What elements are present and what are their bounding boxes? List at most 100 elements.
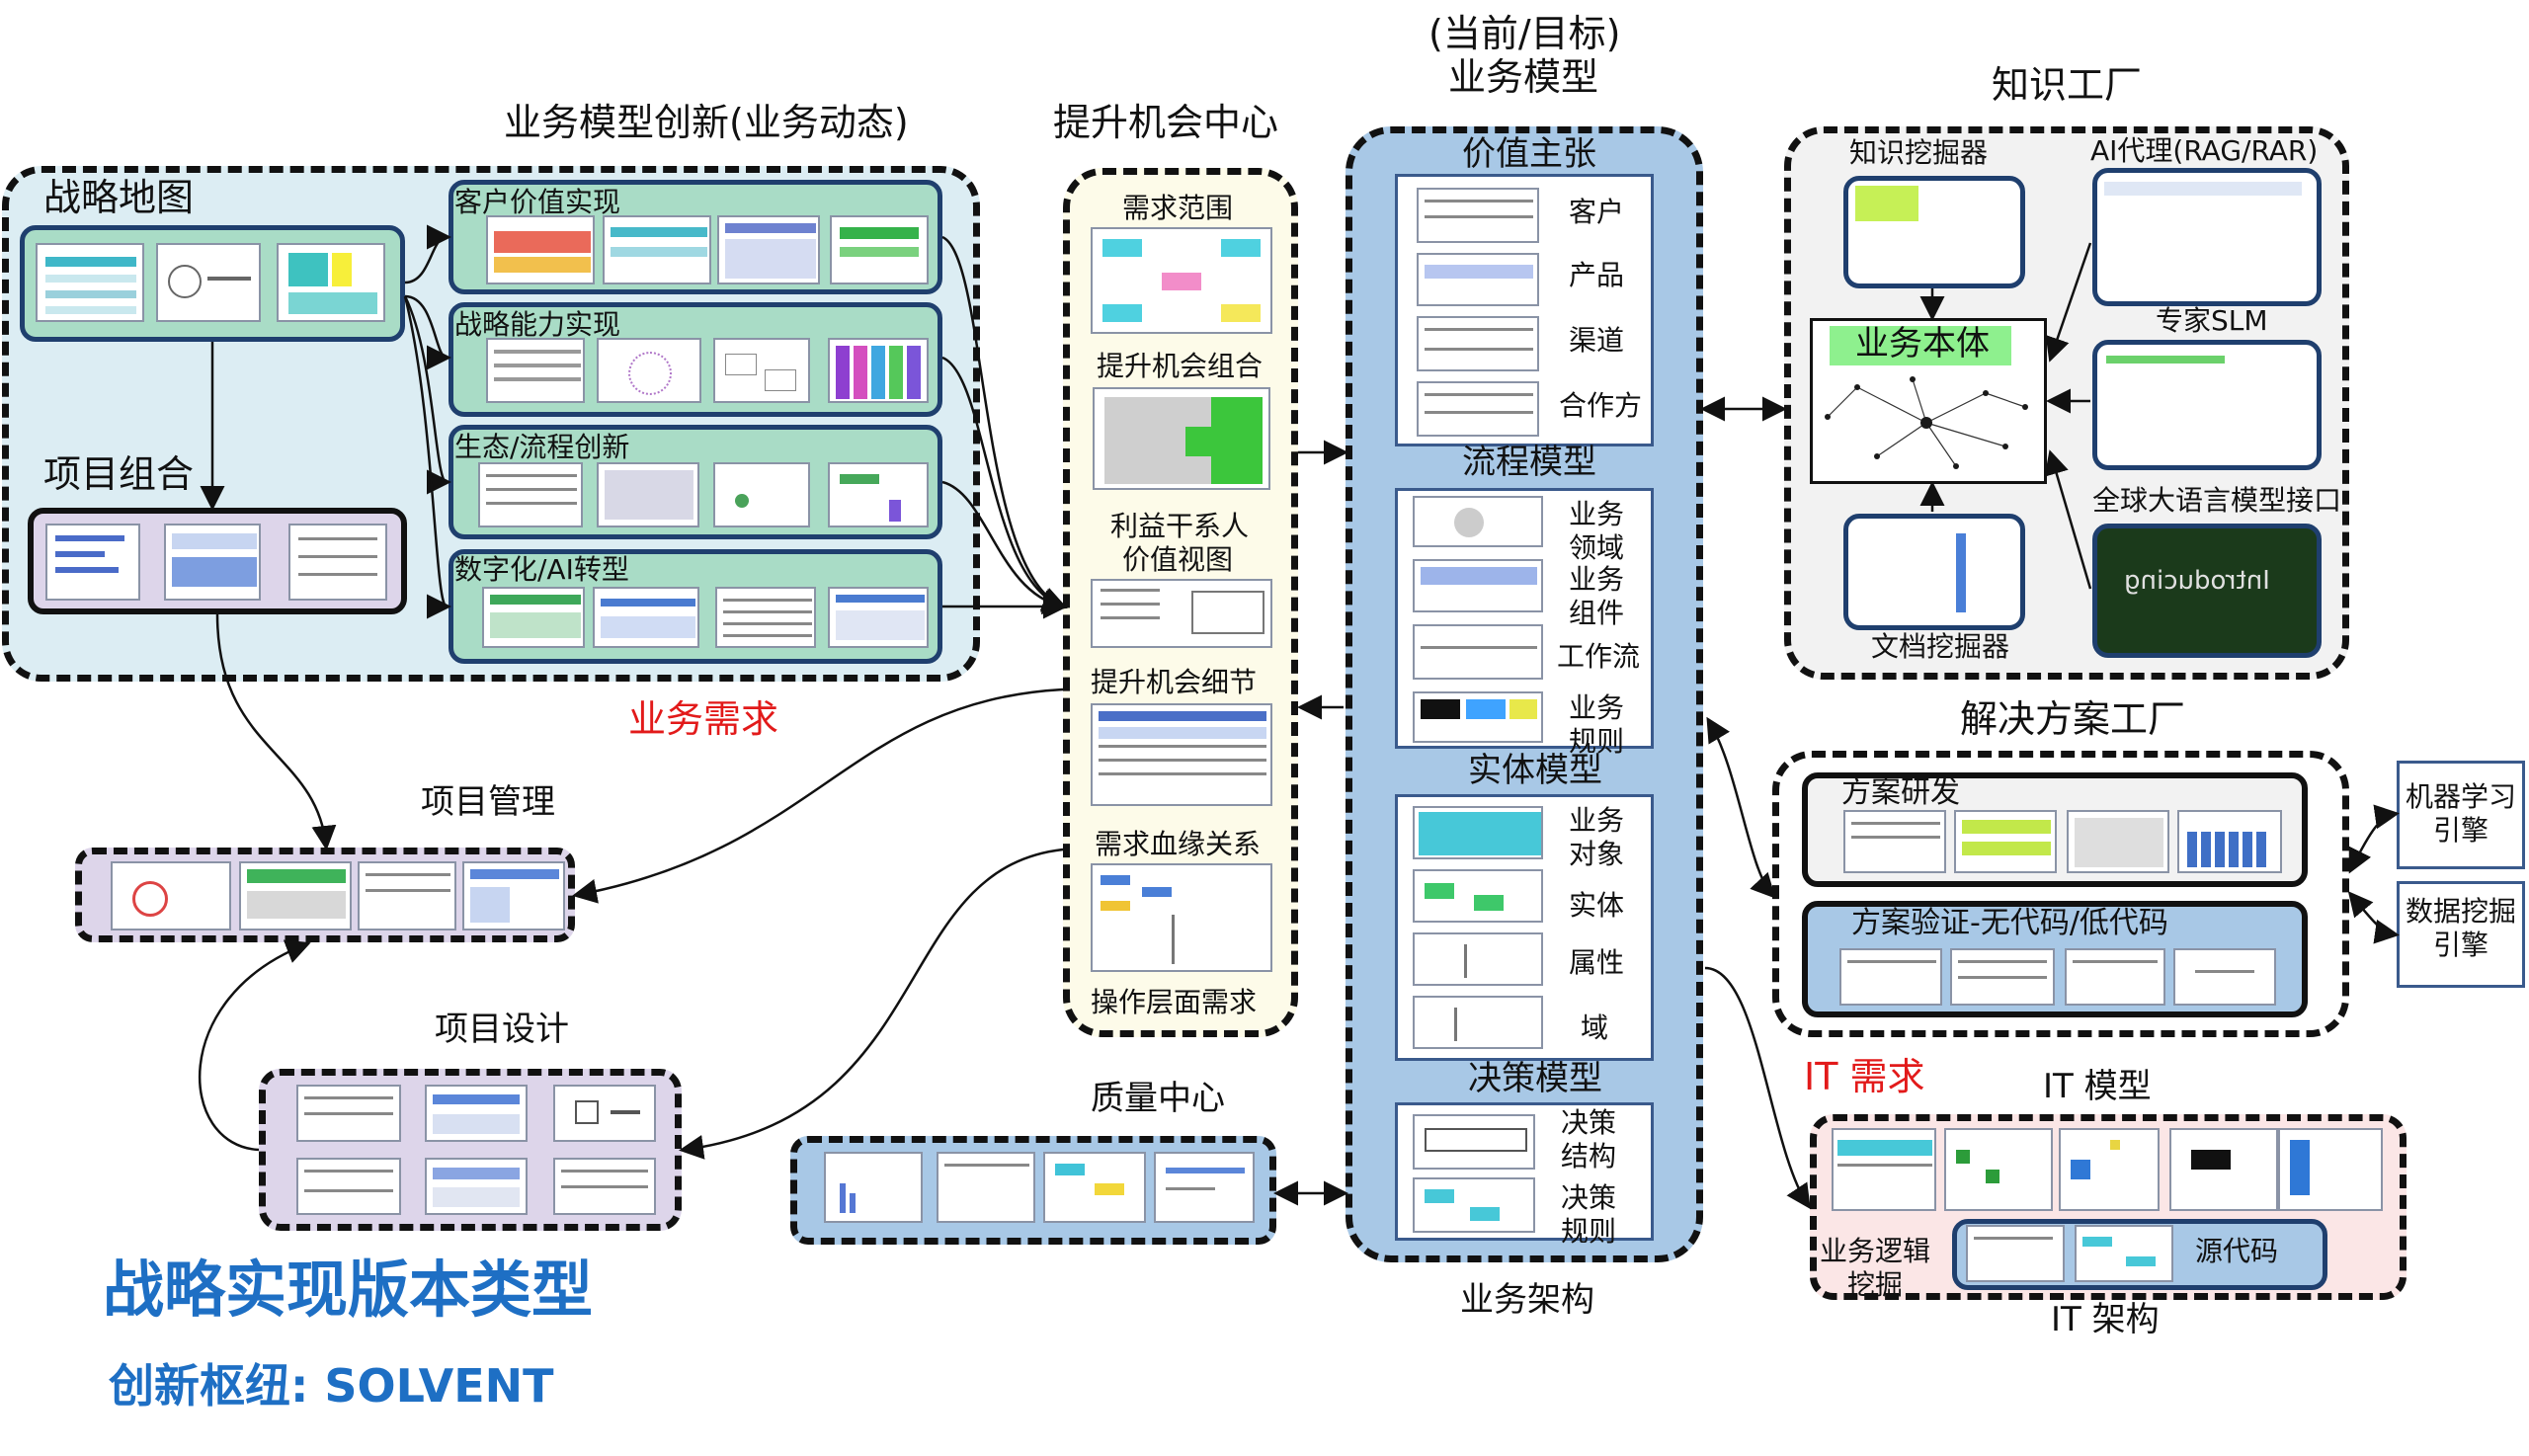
vp-thumb-channel[interactable] xyxy=(1417,316,1539,371)
dai-thumb-2[interactable] xyxy=(593,587,699,648)
ai-agent-label: AI代理(RAG/RAR) xyxy=(2090,134,2319,167)
process-model-title: 流程模型 xyxy=(1462,443,1596,482)
business-arch-label: 业务架构 xyxy=(1460,1280,1594,1320)
pm-thumb-component[interactable] xyxy=(1413,559,1543,612)
dm-thumb-structure[interactable] xyxy=(1413,1114,1535,1170)
em-entity: 实体 xyxy=(1569,889,1625,922)
dai-thumb-4[interactable] xyxy=(828,587,929,648)
operational-demand-label: 操作层面需求 xyxy=(1091,986,1258,1018)
project-design-label: 项目设计 xyxy=(435,1010,569,1049)
pm-rules: 业务规则 xyxy=(1569,691,1625,758)
portfolio-thumb-3[interactable] xyxy=(288,524,387,601)
strategy-map-thumb-3[interactable] xyxy=(277,243,385,322)
demand-lineage-thumb[interactable] xyxy=(1091,863,1272,972)
pd-thumb-4[interactable] xyxy=(296,1158,401,1215)
vp-product: 产品 xyxy=(1569,259,1625,291)
portfolio-thumb-1[interactable] xyxy=(45,524,140,601)
pm-thumb-rules[interactable] xyxy=(1413,691,1543,743)
dai-thumb-3[interactable] xyxy=(715,587,816,648)
ml-engine-box[interactable] xyxy=(2397,761,2525,869)
pd-thumb-5[interactable] xyxy=(425,1158,528,1215)
pm-thumb-4[interactable] xyxy=(462,861,565,930)
dm-engine-label: 数据挖掘引擎 xyxy=(2405,895,2516,961)
strategy-map-thumb-1[interactable] xyxy=(36,243,144,322)
em-thumb-entity[interactable] xyxy=(1413,869,1543,923)
quality-title: 质量中心 xyxy=(1091,1079,1225,1118)
sc-code-thumb-2[interactable] xyxy=(2075,1225,2173,1282)
validation-thumb-2[interactable] xyxy=(1950,948,2055,1006)
it-thumb-2[interactable] xyxy=(1944,1128,2053,1211)
pd-thumb-2[interactable] xyxy=(425,1085,528,1142)
model-header-2: 业务模型 xyxy=(1448,55,1599,99)
eco-thumb-4[interactable] xyxy=(828,462,929,527)
source-code-label: 源代码 xyxy=(2195,1235,2279,1267)
validation-thumb-3[interactable] xyxy=(2065,948,2165,1006)
it-thumb-3[interactable] xyxy=(2059,1128,2160,1211)
vp-thumb-partner[interactable] xyxy=(1417,381,1539,437)
demand-scope-label: 需求范围 xyxy=(1122,192,1234,224)
doc-miner-thumb xyxy=(1956,533,1966,612)
it-thumb-4[interactable] xyxy=(2169,1128,2278,1211)
customer-value-label: 客户价值实现 xyxy=(454,186,621,218)
eco-thumb-1[interactable] xyxy=(478,462,583,527)
strategy-map-thumb-2[interactable] xyxy=(156,243,261,322)
research-thumb-2[interactable] xyxy=(1954,810,2057,873)
opportunity-combo-label: 提升机会组合 xyxy=(1097,350,1264,382)
validation-label: 方案验证-无代码/低代码 xyxy=(1851,906,2168,940)
project-mgmt-label: 项目管理 xyxy=(421,782,555,822)
vp-thumb-product[interactable] xyxy=(1417,253,1539,306)
doc-miner-box[interactable] xyxy=(1843,514,2025,630)
cv-thumb-4[interactable] xyxy=(830,215,929,284)
ontology-label: 业务本体 xyxy=(1855,324,1990,364)
pd-thumb-6[interactable] xyxy=(553,1158,656,1215)
opportunity-detail-thumb[interactable] xyxy=(1091,703,1272,806)
stakeholder-label-2: 价值视图 xyxy=(1122,543,1234,576)
dai-thumb-1[interactable] xyxy=(482,587,585,648)
sc-thumb-1[interactable] xyxy=(486,338,585,403)
pm-thumb-3[interactable] xyxy=(358,861,456,930)
llm-intro-box[interactable] xyxy=(2092,524,2322,658)
cv-thumb-1[interactable] xyxy=(486,215,595,284)
sc-thumb-3[interactable] xyxy=(713,338,810,403)
validation-thumb-1[interactable] xyxy=(1839,948,1942,1006)
sc-thumb-4[interactable] xyxy=(828,338,929,403)
demand-scope-thumb[interactable] xyxy=(1091,227,1272,334)
em-thumb-attr[interactable] xyxy=(1413,932,1543,986)
pm-thumb-1[interactable] xyxy=(111,861,231,930)
it-thumb-5[interactable] xyxy=(2278,1128,2383,1211)
research-thumb-3[interactable] xyxy=(2067,810,2169,873)
cv-thumb-2[interactable] xyxy=(603,215,711,284)
pm-thumb-workflow[interactable] xyxy=(1413,624,1543,680)
em-thumb-object[interactable] xyxy=(1413,806,1543,859)
stakeholder-label-1: 利益干系人 xyxy=(1110,510,1250,542)
sc-code-thumb-1[interactable] xyxy=(1966,1225,2065,1282)
it-thumb-1[interactable] xyxy=(1832,1128,1936,1211)
pd-thumb-1[interactable] xyxy=(296,1085,401,1142)
quality-thumb-2[interactable] xyxy=(937,1152,1035,1223)
digital-ai-label: 数字化/AI转型 xyxy=(454,553,629,586)
research-thumb-1[interactable] xyxy=(1843,810,1946,873)
decision-model-title: 决策模型 xyxy=(1468,1059,1602,1098)
research-thumb-4[interactable] xyxy=(2177,810,2282,873)
eco-thumb-2[interactable] xyxy=(597,462,699,527)
vp-thumb-customer[interactable] xyxy=(1417,188,1539,243)
stakeholder-thumb[interactable] xyxy=(1091,579,1272,648)
validation-thumb-4[interactable] xyxy=(2173,948,2276,1006)
footer-subtitle: 创新枢纽: SOLVENT xyxy=(109,1359,554,1413)
dm-thumb-rules[interactable] xyxy=(1413,1177,1535,1233)
quality-thumb-1[interactable] xyxy=(824,1152,923,1223)
em-thumb-domain[interactable] xyxy=(1413,996,1543,1049)
quality-thumb-4[interactable] xyxy=(1154,1152,1255,1223)
pm-thumb-2[interactable] xyxy=(239,861,352,930)
pd-thumb-3[interactable] xyxy=(553,1085,656,1142)
project-portfolio-label: 项目组合 xyxy=(43,452,195,496)
it-model-label: IT 模型 xyxy=(2043,1067,2152,1106)
eco-thumb-3[interactable] xyxy=(713,462,810,527)
portfolio-thumb-2[interactable] xyxy=(164,524,261,601)
sc-thumb-2[interactable] xyxy=(597,338,701,403)
pm-domain: 业务领域 xyxy=(1569,498,1625,564)
pm-thumb-domain[interactable] xyxy=(1413,496,1543,547)
opportunity-combo-thumb[interactable] xyxy=(1093,387,1270,490)
cv-thumb-3[interactable] xyxy=(717,215,820,284)
quality-thumb-3[interactable] xyxy=(1043,1152,1146,1223)
